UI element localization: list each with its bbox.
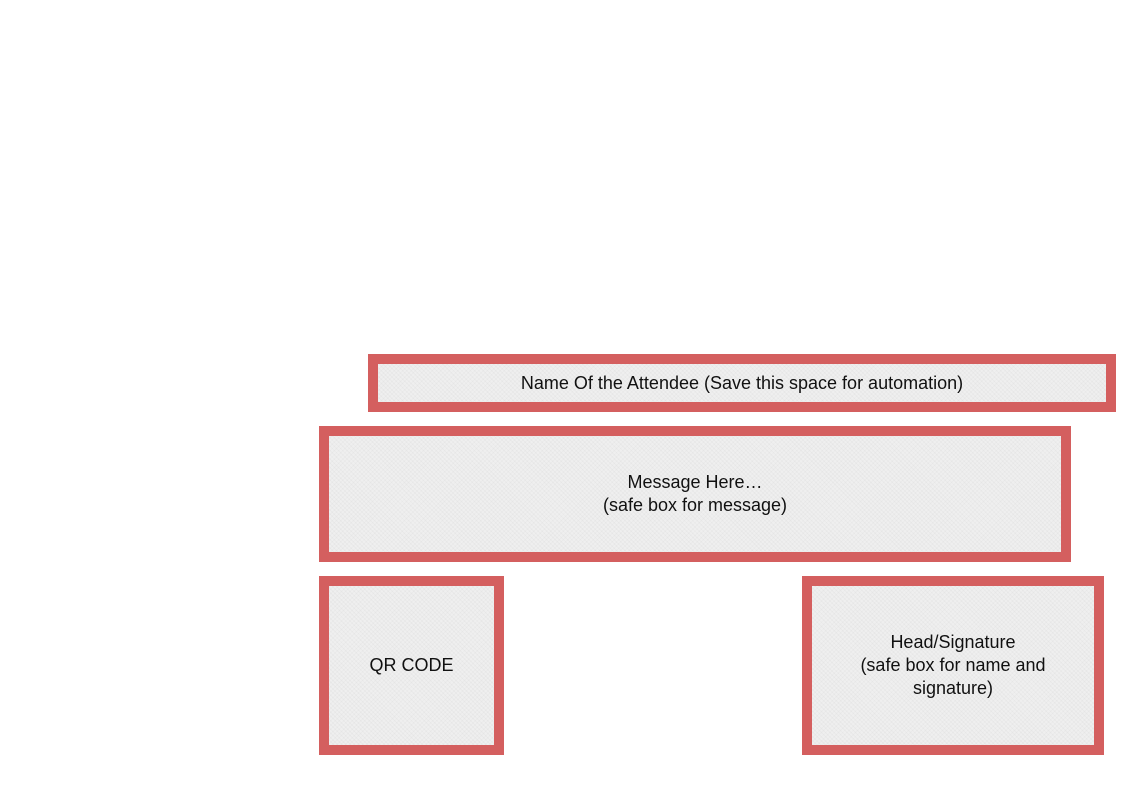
signature-subtext-line1: (safe box for name and <box>860 655 1046 675</box>
signature-heading: Head/Signature <box>890 632 1016 652</box>
message-box: Message Here… (safe box for message) <box>319 426 1071 562</box>
signature-subtext-line2: signature) <box>912 678 994 698</box>
qr-code-placeholder: QR CODE <box>369 655 454 675</box>
message-text: Message Here… (safe box for message) <box>603 471 787 517</box>
message-subtext: (safe box for message) <box>602 495 788 515</box>
qr-code-box: QR CODE <box>319 576 504 755</box>
signature-box: Head/Signature (safe box for name and si… <box>802 576 1104 755</box>
attendee-name-box: Name Of the Attendee (Save this space fo… <box>368 354 1116 412</box>
signature-text: Head/Signature (safe box for name and si… <box>860 631 1045 700</box>
attendee-name-placeholder: Name Of the Attendee (Save this space fo… <box>520 372 964 393</box>
message-heading: Message Here… <box>627 472 763 492</box>
